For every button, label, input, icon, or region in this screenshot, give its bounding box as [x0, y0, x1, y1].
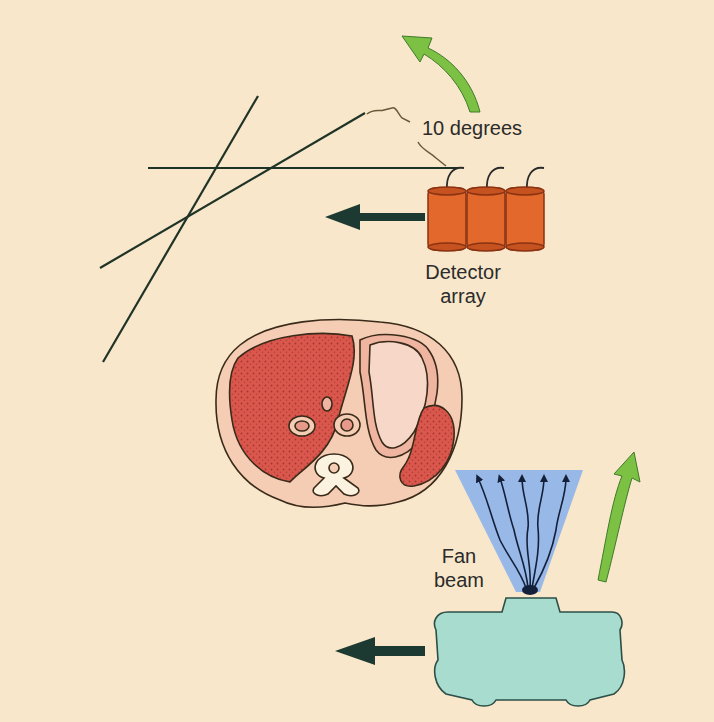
x-ray-tube [435, 598, 625, 706]
rotation-arrow [402, 36, 480, 112]
projection-lines [100, 96, 458, 362]
body-cross-section [216, 320, 462, 508]
angle-leader [367, 108, 410, 122]
angle-label: 10 degrees [412, 116, 532, 140]
detector-array [428, 168, 544, 251]
part-label: Detector array [408, 260, 518, 308]
translate-arrow [325, 204, 425, 230]
part-label: Fan beam [424, 544, 494, 592]
translate-arrow [335, 637, 425, 665]
angle-leader [418, 142, 446, 166]
rotation-arrow [598, 452, 640, 582]
